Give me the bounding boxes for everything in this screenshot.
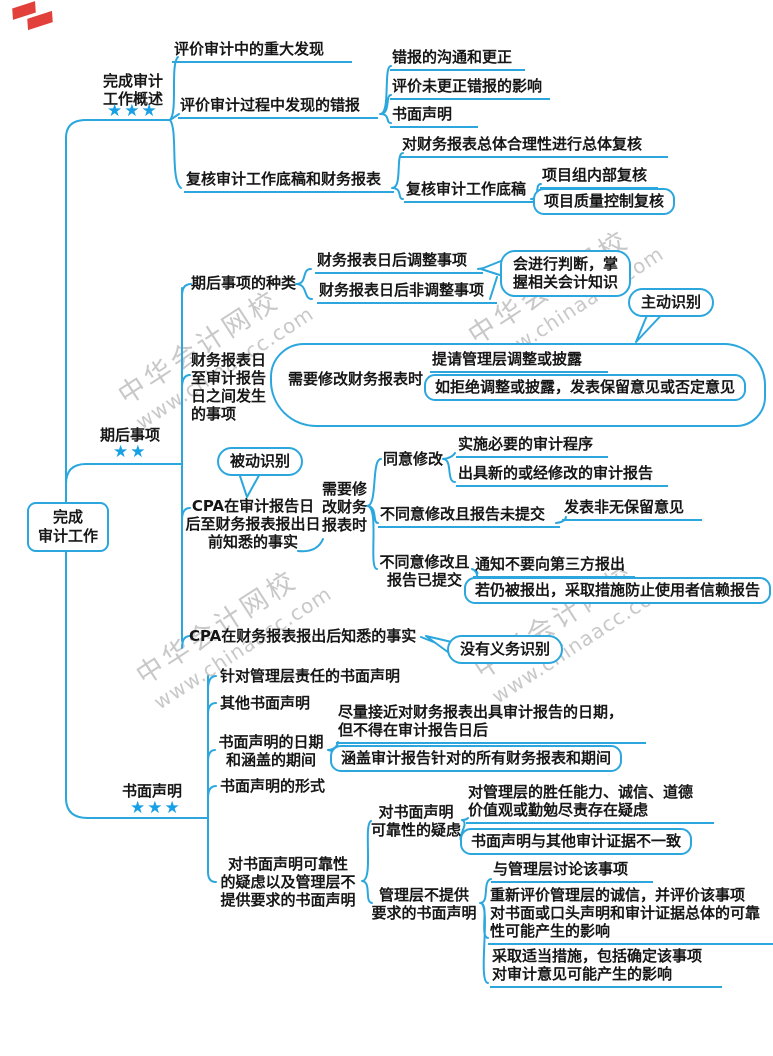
node-refuse-adjust: 如拒绝调整或披露，发表保留意见或否定意见: [424, 374, 747, 401]
node-workpaper-review: 复核审计工作底稿: [404, 180, 538, 203]
node-agree-modify: 同意修改: [383, 450, 444, 468]
node-quality-review: 项目质量控制复核: [533, 188, 676, 215]
node-modified-opinion: 发表非无保留意见: [562, 498, 702, 521]
node-necessary-procedures: 实施必要的审计程序: [456, 435, 608, 458]
node-discuss-with-mgmt: 与管理层讨论该事项: [491, 860, 653, 883]
branch-overview-label: 完成审计 工作概述: [102, 72, 163, 108]
node-mgmt-responsibility: 针对管理层责任的书面声明: [220, 667, 401, 685]
node-overall-review: 对财务报表总体合理性进行总体复核: [400, 135, 668, 158]
callout-no-obligation: 没有义务识别: [447, 635, 564, 664]
node-take-measures: 采取适当措施，包括确定该事项 对审计意见可能产生的影响: [490, 947, 722, 988]
node-non-adjusting-events: 财务报表日后非调整事项: [317, 281, 497, 304]
branch-representation-label: 书面声明: [122, 782, 183, 800]
node-notify-third-party: 通知不要向第三方报出: [473, 555, 635, 578]
node-disagree-submitted: 不同意修改且 报告已提交: [379, 553, 470, 589]
node-need-modify-fs-2: 需要修 改财务 报表时: [322, 480, 368, 534]
node-misstatement-communicate: 错报的沟通和更正: [390, 48, 525, 71]
branch-subsequent-label: 期后事项: [100, 426, 161, 444]
node-evaluate-uncorrected: 评价未更正错报的影响: [390, 77, 551, 100]
node-need-modify-fs: 需要修改财务报表时: [288, 370, 424, 388]
node-misstatements: 评价审计过程中发现的错报: [178, 96, 378, 119]
callout-passive-identify: 被动识别: [217, 447, 304, 476]
node-review-wp-fs: 复核审计工作底稿和财务报表: [184, 170, 394, 193]
node-new-report: 出具新的或经修改的审计报告: [456, 464, 668, 487]
node-team-review: 项目组内部复核: [540, 166, 658, 189]
node-competence-doubt: 对管理层的胜任能力、诚信、道德 价值观或勤勉尽责存在疑虑: [466, 783, 714, 824]
node-doubt-group: 对书面声明可靠性 的疑虑以及管理层不 提供要求的书面声明: [220, 855, 356, 909]
callout-active-identify: 主动识别: [628, 288, 715, 317]
importance-stars: ★★: [113, 442, 148, 462]
node-subsequent-types: 期后事项的种类: [191, 274, 297, 292]
importance-stars: ★★★: [107, 101, 159, 121]
importance-stars: ★★★: [130, 798, 182, 818]
node-other-written: 其他书面声明: [220, 694, 311, 712]
node-major-findings: 评价审计中的重大发现: [172, 40, 352, 63]
node-cover-period: 涵盖审计报告针对的所有财务报表和期间: [330, 745, 623, 772]
node-prevent-reliance: 若仍被报出，采取措施防止使用者信赖报告: [464, 577, 772, 604]
node-reliability-doubt: 对书面声明 可靠性的疑虑: [370, 803, 461, 839]
node-request-adjust: 提请管理层调整或披露: [430, 350, 608, 373]
root-node: 完成 审计工作: [27, 502, 109, 552]
node-near-report-date: 尽量接近对财务报表出具审计报告的日期， 但不得在审计报告日后: [336, 703, 646, 744]
node-inconsistent-evidence: 书面声明与其他审计证据不一致: [460, 828, 693, 855]
node-adjusting-events: 财务报表日后调整事项: [315, 251, 483, 274]
node-written-representation: 书面声明: [390, 105, 478, 128]
node-disagree-unsubmitted: 不同意修改且报告未提交: [378, 505, 560, 528]
callout-judgement-note: 会进行判断，掌 握相关会计知识: [500, 250, 632, 297]
node-not-provide: 管理层不提供 要求的书面声明: [371, 886, 477, 922]
node-between-dates-events: 财务报表日 至审计报告 日之间发生 的事项: [191, 351, 267, 423]
node-cpa-after-issue: CPA在财务报表报出后知悉的事实: [189, 627, 417, 645]
node-representation-form: 书面声明的形式: [220, 777, 326, 795]
node-reevaluate-integrity: 重新评价管理层的诚信，并评价该事项 对书面或口头声明和审计证据总体的可靠 性可能…: [488, 886, 773, 945]
node-cpa-before-issue: CPA在审计报告日 后至财务报表报出日 前知悉的事实: [185, 497, 321, 551]
node-date-period: 书面声明的日期 和涵盖的期间: [218, 733, 324, 769]
